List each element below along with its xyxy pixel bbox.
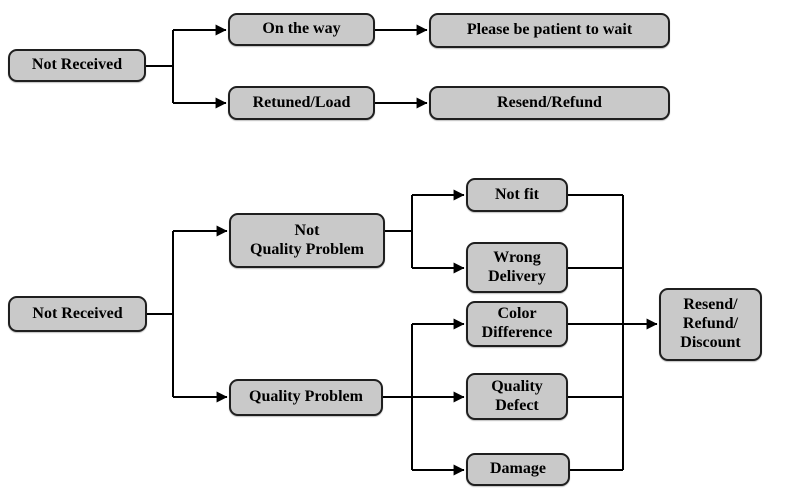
node-not-fit: Not fit <box>466 178 568 212</box>
node-please-be-patient: Please be patient to wait <box>429 13 670 48</box>
node-retuned-load: Retuned/Load <box>228 86 375 120</box>
node-quality-defect: Quality Defect <box>466 373 568 420</box>
node-resend-refund-discount: Resend/ Refund/ Discount <box>659 288 762 361</box>
node-quality-problem: Quality Problem <box>229 379 383 416</box>
node-not-received-shipping: Not Received <box>8 49 146 82</box>
node-wrong-delivery: Wrong Delivery <box>466 242 568 293</box>
node-not-quality-problem: Not Quality Problem <box>229 213 385 268</box>
node-on-the-way: On the way <box>228 13 375 46</box>
node-damage: Damage <box>466 453 570 486</box>
node-not-received-quality: Not Received <box>8 296 147 332</box>
node-resend-refund: Resend/Refund <box>429 86 670 120</box>
node-color-difference: Color Difference <box>466 301 568 347</box>
